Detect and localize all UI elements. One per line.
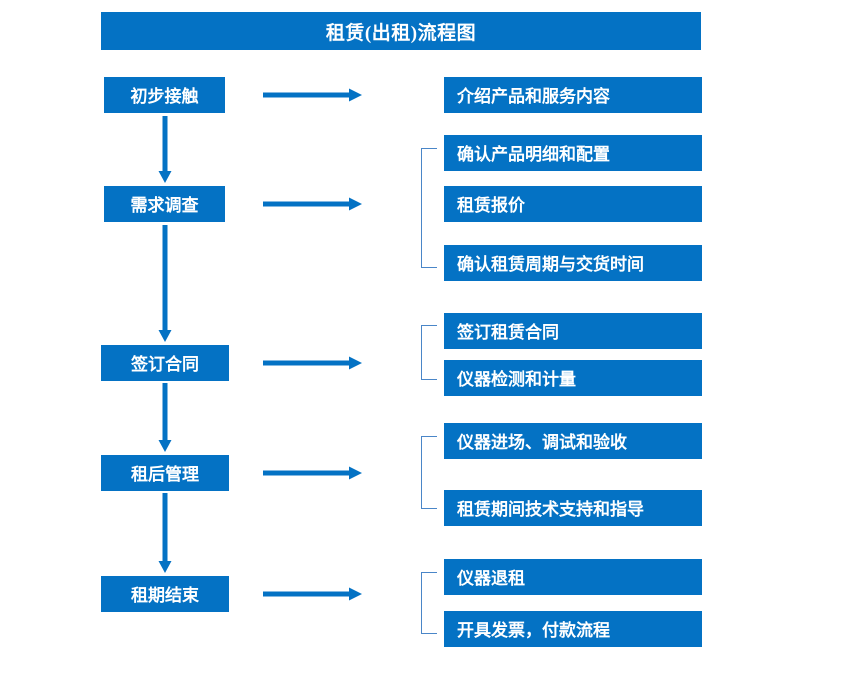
horizontal-arrow-4 (263, 466, 363, 480)
horizontal-arrow-1 (263, 88, 363, 102)
detail-node-2-1[interactable]: 确认产品明细和配置 (444, 135, 702, 171)
stage-node-2[interactable]: 需求调查 (104, 186, 225, 222)
stage-node-5[interactable]: 租期结束 (101, 576, 229, 612)
stage-node-3[interactable]: 签订合同 (101, 345, 229, 381)
detail-node-1-1[interactable]: 介绍产品和服务内容 (444, 77, 702, 113)
group-bracket-2 (421, 148, 437, 268)
detail-node-3-1[interactable]: 签订租赁合同 (444, 313, 702, 349)
detail-node-4-2[interactable]: 租赁期间技术支持和指导 (444, 490, 702, 526)
horizontal-arrow-5 (263, 587, 363, 601)
group-bracket-4 (421, 436, 437, 509)
vertical-arrow-4-5 (158, 493, 172, 574)
stage-node-4[interactable]: 租后管理 (101, 455, 229, 491)
group-bracket-3 (421, 325, 437, 380)
detail-node-3-2[interactable]: 仪器检测和计量 (444, 360, 702, 396)
vertical-arrow-1-2 (158, 116, 172, 184)
detail-node-2-2[interactable]: 租赁报价 (444, 186, 702, 222)
stage-node-1[interactable]: 初步接触 (104, 77, 225, 113)
page-title: 租赁(出租)流程图 (101, 12, 701, 50)
detail-node-2-3[interactable]: 确认租赁周期与交货时间 (444, 245, 702, 281)
vertical-arrow-2-3 (158, 225, 172, 343)
detail-node-5-2[interactable]: 开具发票，付款流程 (444, 611, 702, 647)
horizontal-arrow-3 (263, 356, 363, 370)
detail-node-4-1[interactable]: 仪器进场、调试和验收 (444, 423, 702, 459)
vertical-arrow-3-4 (158, 383, 172, 453)
horizontal-arrow-2 (263, 197, 363, 211)
group-bracket-5 (421, 572, 437, 634)
detail-node-5-1[interactable]: 仪器退租 (444, 559, 702, 595)
